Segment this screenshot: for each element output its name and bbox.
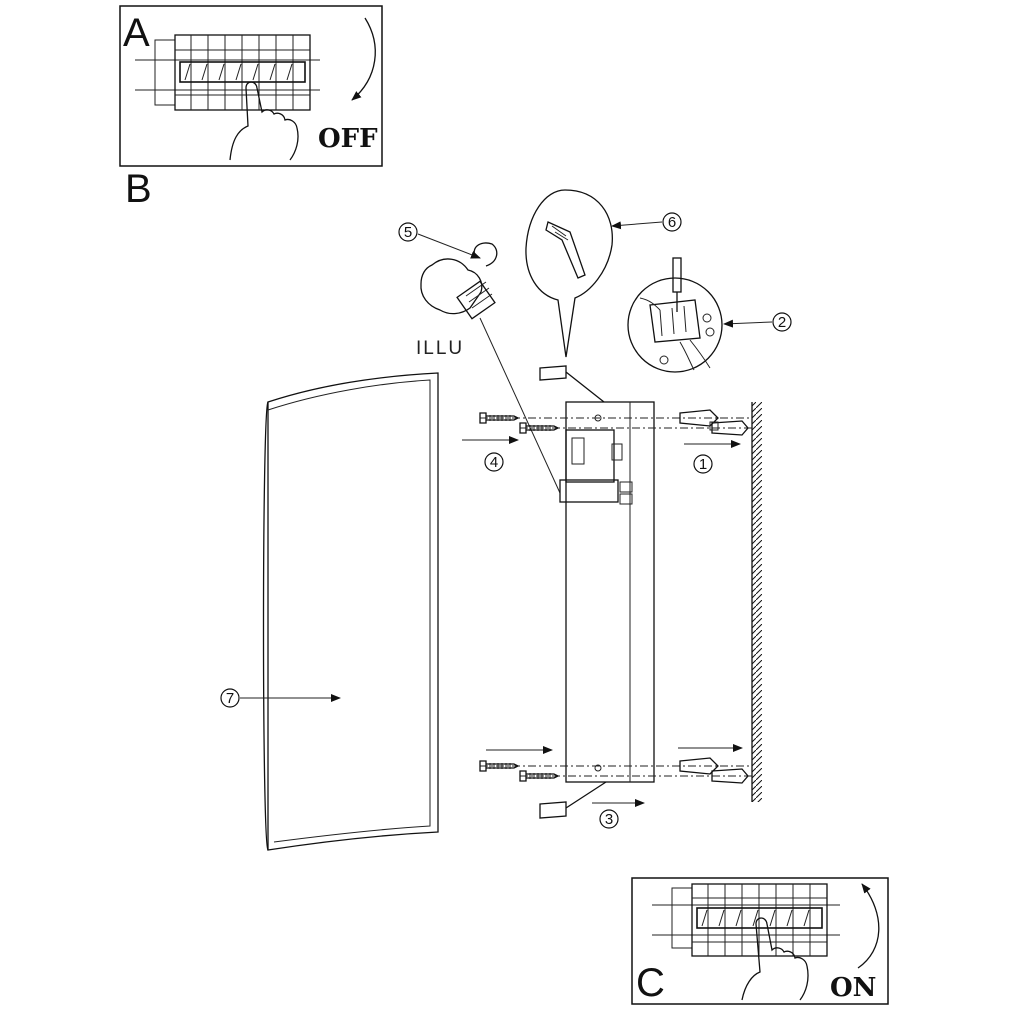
panel-c-action: ON bbox=[830, 973, 876, 1003]
step-2-number: 2 bbox=[778, 314, 786, 331]
step-5-number: 5 bbox=[404, 224, 412, 241]
step-2-callout: 2 bbox=[723, 312, 792, 332]
light-bulb bbox=[420, 242, 498, 320]
fixture-body bbox=[539, 365, 655, 819]
wall-dowel bbox=[711, 768, 749, 784]
step-7-number: 7 bbox=[226, 690, 234, 707]
wall-dowel bbox=[711, 420, 749, 436]
lamp-socket bbox=[559, 479, 619, 503]
step-1-number: 1 bbox=[699, 456, 707, 473]
step-4-number: 4 bbox=[490, 454, 498, 471]
step-4-callout: 4 bbox=[462, 436, 519, 472]
step-7-callout: 7 bbox=[220, 688, 341, 708]
panel-a-frame bbox=[119, 5, 383, 167]
curved-arrow-icon bbox=[351, 17, 376, 101]
hand-icon bbox=[229, 81, 299, 161]
wall-dowel bbox=[679, 757, 719, 775]
panel-a-switch-off: A OFF bbox=[119, 5, 383, 167]
breaker-strip-a bbox=[135, 34, 320, 111]
breaker-strip-c bbox=[652, 883, 840, 957]
bulb-socket-ring bbox=[473, 242, 498, 267]
panel-a-letter: A bbox=[123, 11, 150, 55]
lamp-shade bbox=[262, 372, 439, 851]
screws-bottom bbox=[479, 744, 752, 784]
panel-a-action: OFF bbox=[318, 124, 378, 154]
step-3-number: 3 bbox=[605, 811, 613, 828]
terminal-detail-2 bbox=[627, 257, 723, 373]
hand-icon bbox=[741, 917, 809, 1001]
curved-arrow-icon bbox=[857, 883, 880, 969]
wrench-icon bbox=[545, 221, 586, 279]
panel-b-letter: B bbox=[125, 167, 152, 211]
step-6-callout: 6 bbox=[611, 212, 682, 232]
detail-bubble-6 bbox=[525, 189, 613, 358]
screws-top bbox=[479, 409, 752, 436]
panel-c-frame bbox=[631, 877, 889, 1005]
bulb-label: ILLU bbox=[416, 338, 464, 359]
step-5-callout: 5 bbox=[398, 222, 481, 259]
wall bbox=[751, 402, 762, 802]
screwdriver-icon bbox=[672, 257, 682, 293]
step-3-callout: 3 bbox=[592, 799, 645, 829]
step-6-number: 6 bbox=[668, 214, 676, 231]
bulb-leader-line bbox=[479, 317, 561, 494]
step-1-callout: 1 bbox=[684, 440, 741, 474]
panel-c-switch-on: C ON bbox=[631, 877, 889, 1005]
panel-c-letter: C bbox=[636, 961, 665, 1005]
